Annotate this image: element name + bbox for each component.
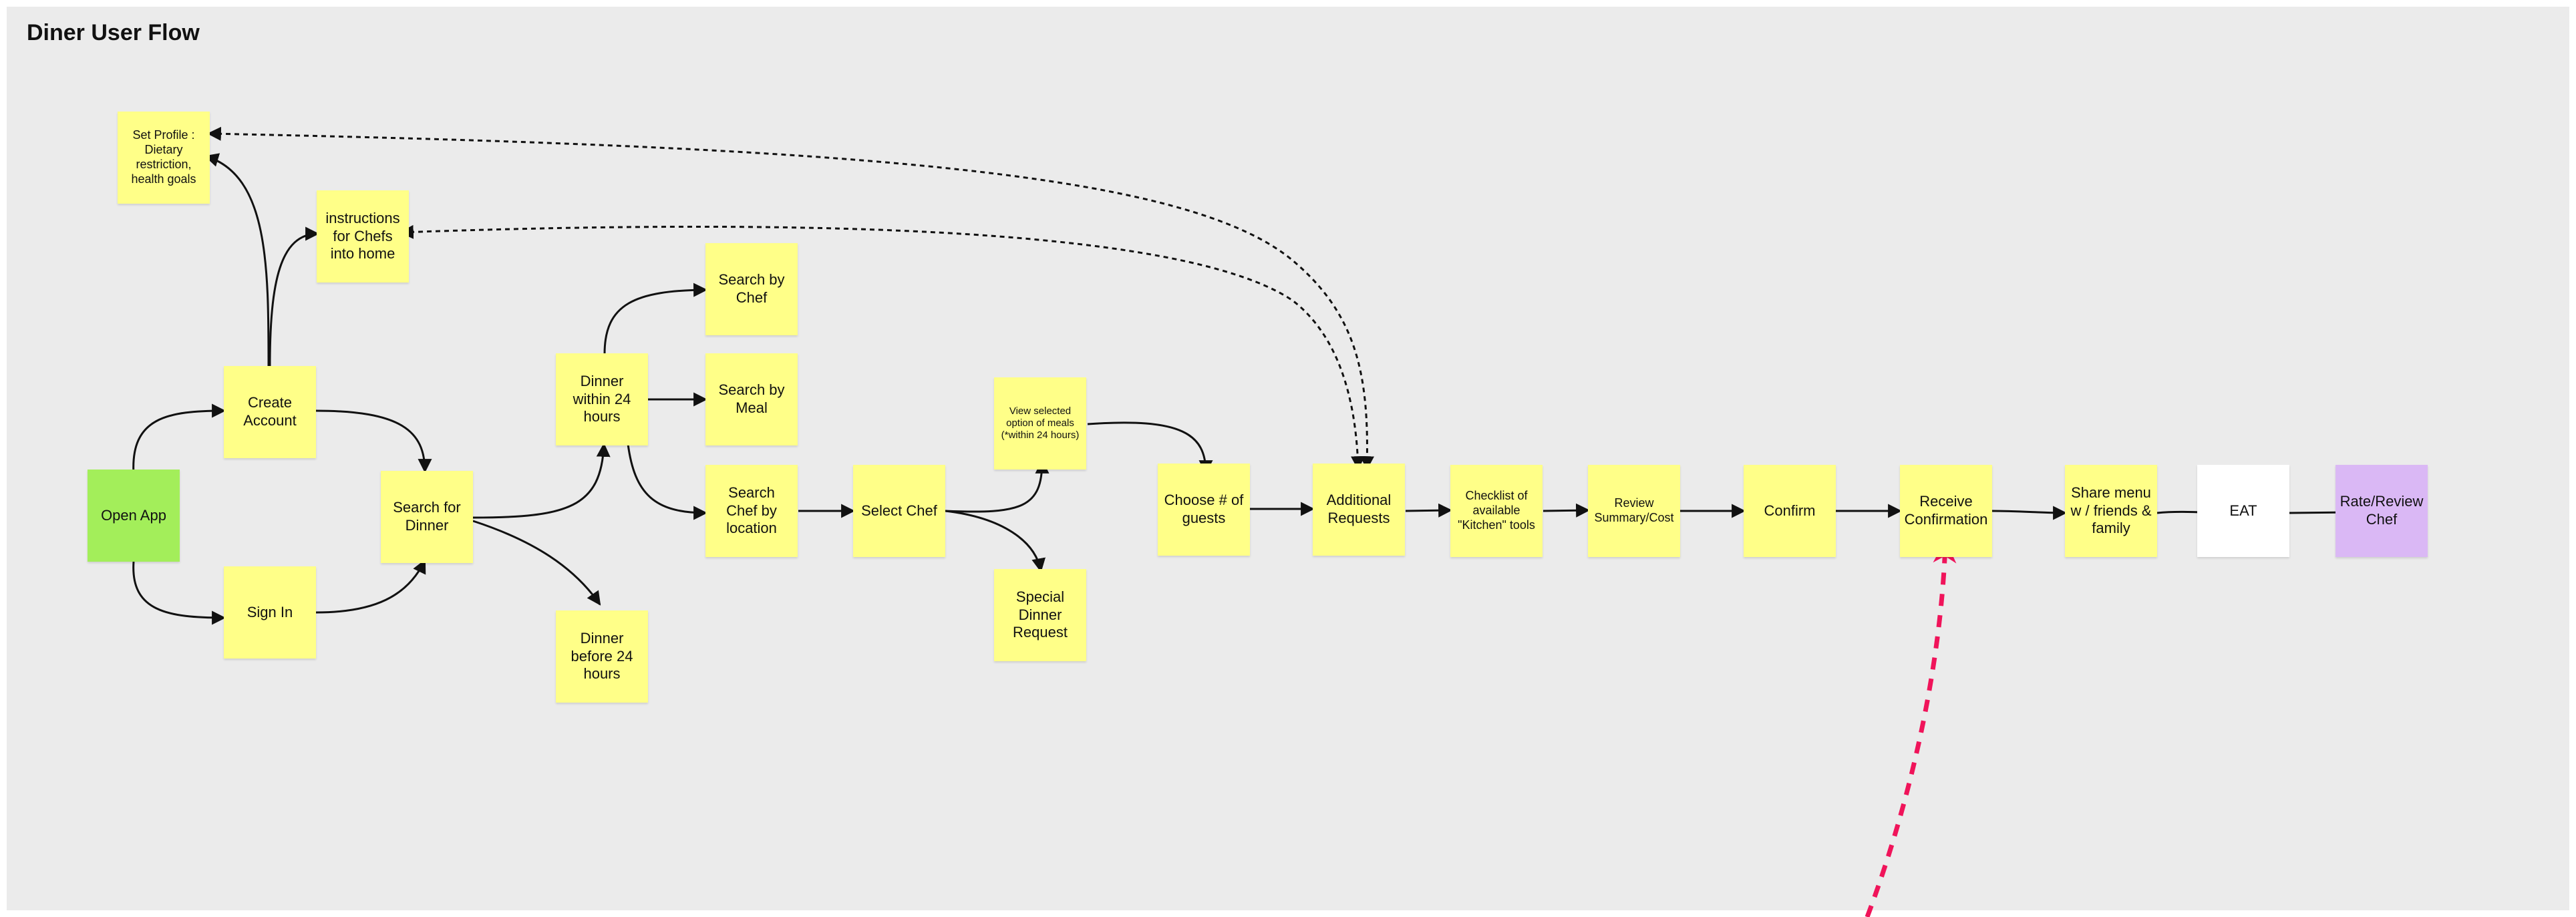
diagram-title: Diner User Flow: [27, 20, 200, 45]
node-set-profile: Set Profile : Dietary restriction, healt…: [118, 112, 210, 204]
node-dinner-before: Dinner before 24 hours: [556, 610, 648, 703]
node-review: Review Summary/Cost: [1588, 465, 1680, 557]
node-special-request: Special Dinner Request: [994, 569, 1086, 661]
node-dinner-within: Dinner within 24 hours: [556, 353, 648, 445]
node-choose-guests: Choose # of guests: [1158, 464, 1250, 556]
node-search-chef: Search by Chef: [705, 243, 798, 335]
node-sign-in: Sign In: [224, 566, 316, 659]
node-receive: Receive Confirmation: [1900, 465, 1992, 557]
node-instructions: instructions for Chefs into home: [317, 190, 409, 283]
node-rate: Rate/Review Chef: [2336, 465, 2428, 557]
node-search-dinner: Search for Dinner: [381, 471, 473, 563]
node-view-selected: View selected option of meals (*within 2…: [994, 377, 1086, 470]
node-open-app: Open App: [88, 470, 180, 562]
node-select-chef: Select Chef: [853, 465, 945, 557]
node-search-location: Search Chef by location: [705, 465, 798, 557]
node-checklist: Checklist of available "Kitchen" tools: [1450, 465, 1543, 557]
node-additional-requests: Additional Requests: [1313, 464, 1405, 556]
board: [7, 7, 2569, 910]
node-share: Share menu w / friends & family: [2065, 465, 2157, 557]
node-create-account: Create Account: [224, 366, 316, 458]
node-confirm: Confirm: [1744, 465, 1836, 557]
node-eat: EAT: [2197, 465, 2289, 557]
node-search-meal: Search by Meal: [705, 353, 798, 445]
